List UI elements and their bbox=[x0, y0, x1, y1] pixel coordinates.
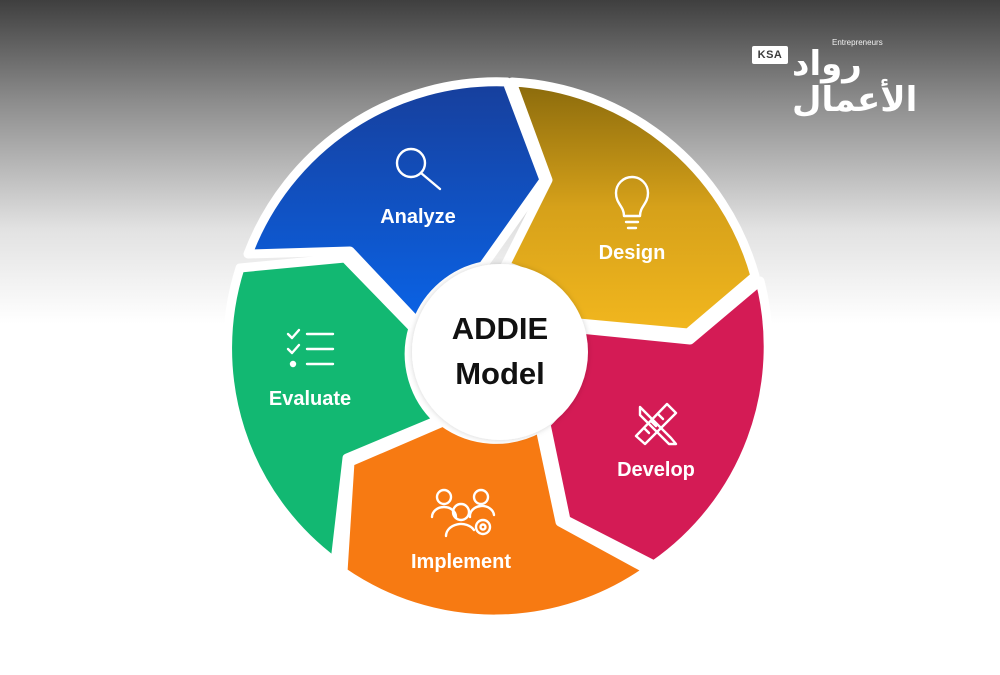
lightbulb-icon bbox=[614, 175, 650, 230]
segment-label-design: Design bbox=[599, 242, 666, 264]
center-title-line1: ADDIE bbox=[452, 311, 548, 346]
ksa-badge-text: KSA bbox=[757, 49, 783, 61]
ksa-badge: KSA bbox=[752, 46, 788, 64]
segment-label-analyze: Analyze bbox=[380, 206, 456, 228]
center-circle bbox=[412, 264, 588, 440]
pencil-ruler-icon bbox=[634, 402, 678, 446]
segment-evaluate bbox=[223, 253, 443, 567]
center-title-line2: Model bbox=[455, 356, 545, 391]
segment-label-develop: Develop bbox=[617, 459, 695, 481]
segment-label-evaluate: Evaluate bbox=[269, 388, 351, 410]
logo-script: رواد الأعمال bbox=[792, 44, 918, 120]
checklist-icon bbox=[286, 328, 335, 368]
brand-logo: KSA Entrepreneurs رواد الأعمال bbox=[752, 38, 967, 118]
logo-subtitle: Entrepreneurs bbox=[832, 38, 883, 47]
segment-label-implement: Implement bbox=[411, 551, 511, 573]
magnifier-icon bbox=[395, 147, 442, 191]
team-gear-icon bbox=[430, 488, 496, 538]
